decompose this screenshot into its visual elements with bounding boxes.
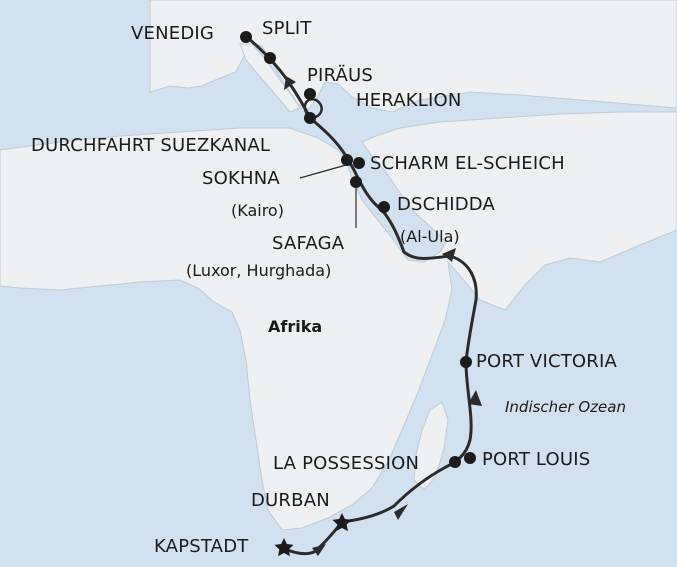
port-label-durban: DURBAN: [251, 490, 330, 511]
port-marker-icon: [304, 112, 316, 124]
port-sublabel-sokhna: (Kairo): [231, 201, 284, 220]
port-marker-icon: [264, 52, 276, 64]
star-marker-icon: [332, 513, 352, 532]
port-label-venedig: VENEDIG: [131, 23, 215, 44]
port-sublabel-dschidda: (Al-Ula): [400, 227, 460, 246]
port-label-piraeus: PIRÄUS: [307, 65, 374, 86]
port-label-split: SPLIT: [262, 18, 312, 39]
direction-arrow-icon: [442, 248, 456, 262]
land-africa-asia: [0, 111, 677, 531]
direction-arrow-icon: [394, 504, 408, 520]
port-label-safaga: SAFAGA: [272, 233, 345, 254]
land-europe: [149, 0, 677, 113]
land-italy: [239, 43, 301, 113]
port-marker-icon: [464, 452, 476, 464]
port-label-kapstadt: KAPSTADT: [154, 536, 249, 557]
star-marker-icon: [274, 538, 294, 557]
route-line: [246, 36, 478, 556]
port-label-heraklion: HERAKLION: [356, 90, 462, 111]
port-marker-icon: [460, 356, 472, 368]
direction-arrow-icon: [312, 544, 326, 556]
port-marker-icon: [240, 31, 252, 43]
port-marker-icon: [378, 201, 390, 213]
direction-arrow-icon: [468, 390, 482, 406]
ocean-label: Indischer Ozean: [505, 398, 626, 416]
port-marker-icon: [341, 154, 353, 166]
port-sublabel-safaga: (Luxor, Hurghada): [186, 261, 332, 280]
port-label-suez: DURCHFAHRT SUEZKANAL: [31, 135, 271, 156]
port-label-sokhna: SOKHNA: [202, 168, 280, 189]
port-marker-icon: [449, 456, 461, 468]
leader-line: [334, 141, 347, 157]
port-label-port-louis: PORT LOUIS: [482, 449, 591, 470]
port-label-sharm: SCHARM EL-SCHEICH: [370, 153, 565, 174]
land-madagascar: [413, 401, 449, 491]
region-label-afrika: Afrika: [268, 317, 323, 336]
port-marker-icon: [353, 157, 365, 169]
port-label-la-possession: LA POSSESSION: [273, 453, 420, 474]
direction-arrow-icon: [284, 76, 296, 90]
port-marker-icon: [304, 88, 316, 100]
port-marker-icon: [350, 176, 362, 188]
port-label-port-victoria: PORT VICTORIA: [476, 351, 618, 372]
port-label-dschidda: DSCHIDDA: [397, 194, 496, 215]
route-loop: [303, 97, 323, 120]
leader-line: [299, 164, 347, 179]
